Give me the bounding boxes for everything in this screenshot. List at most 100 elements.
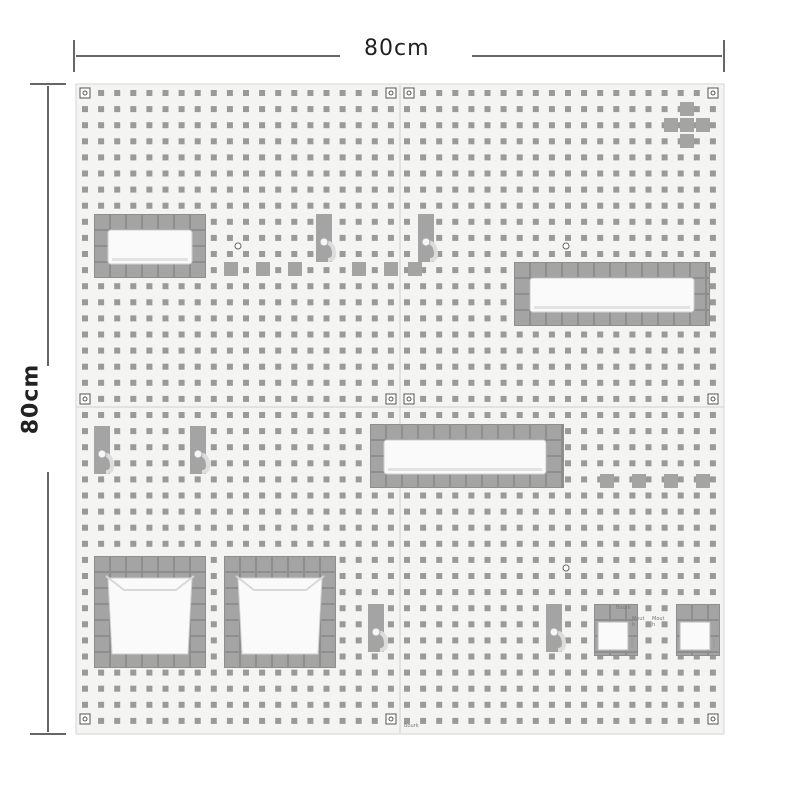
peg-hole xyxy=(420,170,427,177)
peg-hole xyxy=(677,428,684,435)
peg-hole xyxy=(452,122,459,129)
peg-hole xyxy=(323,170,330,177)
peg-hole xyxy=(516,138,523,145)
peg-hole xyxy=(291,508,298,515)
peg-hole xyxy=(243,395,249,402)
peg-hole xyxy=(693,444,700,451)
peg-hole xyxy=(420,621,427,628)
peg-hole xyxy=(500,347,507,354)
peg-hole xyxy=(355,138,362,145)
peg-hole xyxy=(404,589,410,596)
peg-hole xyxy=(693,202,700,209)
peg-hole xyxy=(645,122,652,129)
peg-hole xyxy=(500,556,507,563)
peg-hole xyxy=(693,540,700,547)
peg-hole xyxy=(371,573,378,579)
peg-hole xyxy=(114,685,121,692)
peg-hole xyxy=(597,685,604,692)
peg-hole xyxy=(387,251,394,257)
peg-hole xyxy=(243,154,249,161)
peg-hole xyxy=(98,540,105,547)
peg-hole xyxy=(291,492,298,499)
peg-hole xyxy=(194,669,201,676)
peg-hole xyxy=(307,444,314,451)
peg-hole xyxy=(82,685,88,692)
peg-hole xyxy=(500,138,507,145)
peg-hole xyxy=(693,138,700,145)
peg-hole xyxy=(162,379,169,386)
peg-hole xyxy=(404,363,410,370)
peg-hole xyxy=(355,669,362,676)
peg-hole xyxy=(226,347,233,354)
peg-hole xyxy=(532,589,539,596)
peg-hole xyxy=(581,621,588,628)
peg-hole xyxy=(404,315,410,322)
peg-hole xyxy=(82,283,88,290)
peg-hole xyxy=(677,653,684,660)
peg-hole xyxy=(645,202,652,209)
peg-hole xyxy=(565,444,571,451)
peg-hole xyxy=(677,202,684,209)
peg-hole xyxy=(500,379,507,386)
peg-hole xyxy=(387,556,394,563)
peg-hole xyxy=(114,669,121,676)
peg-hole xyxy=(500,717,507,724)
peg-hole xyxy=(82,379,88,386)
peg-hole xyxy=(436,122,443,129)
peg-hole xyxy=(500,299,507,306)
peg-hole xyxy=(259,476,266,483)
peg-hole xyxy=(468,106,475,113)
peg-hole xyxy=(339,138,346,145)
peg-hole xyxy=(371,347,378,354)
peg-hole xyxy=(645,218,652,225)
peg-hole xyxy=(275,379,282,386)
peg-hole xyxy=(339,347,346,354)
peg-hole xyxy=(323,331,330,338)
mount-screw xyxy=(562,242,570,250)
peg-hole xyxy=(275,363,282,370)
peg-hole xyxy=(468,347,475,354)
peg-hole xyxy=(259,685,266,692)
peg-hole xyxy=(565,363,571,370)
peg-hole xyxy=(532,122,539,129)
peg-hole xyxy=(532,138,539,145)
peg-hole xyxy=(291,363,298,370)
peg-hole xyxy=(82,234,88,241)
peg-hole xyxy=(436,492,443,499)
peg-hole xyxy=(371,492,378,499)
peg-hole xyxy=(275,476,282,483)
peg-hole xyxy=(194,395,201,402)
peg-hole xyxy=(146,460,153,467)
peg-hole xyxy=(114,122,121,129)
peg-hole xyxy=(693,251,700,257)
peg-hole xyxy=(371,234,378,241)
peg-hole xyxy=(436,315,443,322)
peg-hole xyxy=(468,685,475,692)
peg-hole xyxy=(387,315,394,322)
peg-hole xyxy=(259,540,266,547)
peg-hole xyxy=(339,524,346,531)
peg-hole xyxy=(468,251,475,257)
accessories-layer xyxy=(94,102,720,668)
peg-hole xyxy=(629,524,636,531)
peg-hole xyxy=(339,154,346,161)
peg-hole xyxy=(613,347,620,354)
peg-hole xyxy=(436,540,443,547)
peg-hole xyxy=(452,218,459,225)
peg-hole xyxy=(307,154,314,161)
peg-hole xyxy=(178,170,185,177)
peg-hole xyxy=(323,508,330,515)
peg-hole xyxy=(371,315,378,322)
peg-hole xyxy=(436,202,443,209)
peg-hole xyxy=(130,717,137,724)
fastener xyxy=(403,87,415,99)
peg-hole xyxy=(355,347,362,354)
peg-hole xyxy=(532,170,539,177)
peg-hole xyxy=(259,412,266,418)
peg-hole xyxy=(581,379,588,386)
peg-hole xyxy=(355,540,362,547)
peg-hole xyxy=(291,395,298,402)
peg-hole xyxy=(436,701,443,708)
peg-hole xyxy=(339,573,346,579)
peg-hole xyxy=(355,106,362,113)
